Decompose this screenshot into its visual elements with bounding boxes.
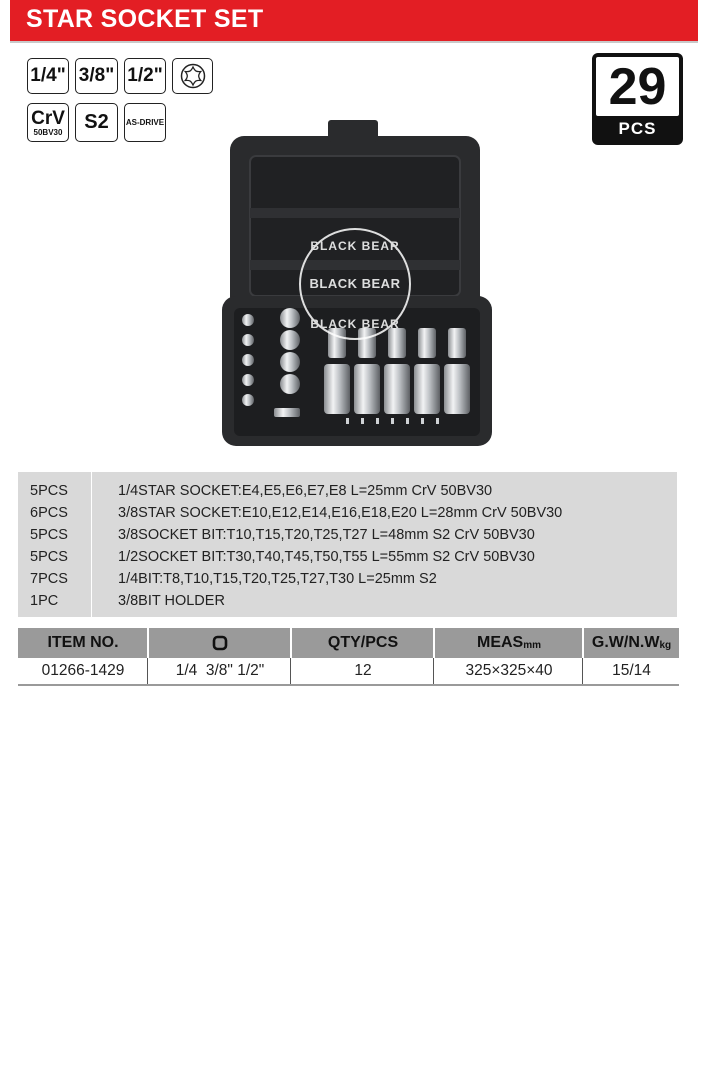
square-drive-icon xyxy=(149,628,291,658)
socket-bits-lower xyxy=(324,364,470,414)
socket-bits-upper xyxy=(328,328,466,358)
case-handle xyxy=(328,120,378,142)
cell-drive: 1/4 3/8" 1/2" xyxy=(175,662,265,679)
row-separator xyxy=(582,658,583,684)
header-separator xyxy=(582,628,584,658)
badge-half-drive: 1/2" xyxy=(124,58,166,94)
row-separator xyxy=(433,658,434,684)
header-item-no: ITEM NO. xyxy=(47,634,119,651)
header-separator xyxy=(433,628,435,658)
brand-watermark: BLACK BEAR BLACK BEAR BLACK BEAR xyxy=(299,228,411,340)
cell-qty: 12 xyxy=(354,662,372,679)
badge-s2: S2 xyxy=(75,103,118,142)
quarter-bits xyxy=(346,418,439,424)
svg-text:BLACK BEAR: BLACK BEAR xyxy=(310,239,399,253)
piece-count-badge: 29 PCS xyxy=(592,53,683,145)
bit-holder xyxy=(274,408,300,417)
svg-text:BLACK BEAR: BLACK BEAR xyxy=(310,317,399,331)
threeeighth-star-sockets xyxy=(280,308,300,394)
piece-count-label: PCS xyxy=(618,119,657,138)
header-qty: QTY/PCS xyxy=(327,634,399,651)
cell-meas: 325×325×40 xyxy=(465,662,553,679)
row-separator xyxy=(147,658,148,684)
torx-star-svg xyxy=(180,63,205,89)
badge-crv: CrV 50BV30 xyxy=(27,103,69,142)
row-separator xyxy=(290,658,291,684)
cell-weight: 15/14 xyxy=(612,662,651,679)
quarter-star-sockets xyxy=(242,314,254,406)
svg-text:BLACK BEAR: BLACK BEAR xyxy=(310,276,401,291)
title-divider xyxy=(10,41,698,43)
product-photo: BLACK BEAR BLACK BEAR BLACK BEAR xyxy=(222,120,492,446)
torx-star-icon xyxy=(172,58,213,94)
header-separator xyxy=(290,628,292,658)
header-separator xyxy=(147,628,149,658)
page-title: STAR SOCKET SET xyxy=(26,5,264,33)
table-header xyxy=(18,628,679,658)
title-bar: STAR SOCKET SET xyxy=(10,0,698,41)
contents-list: 5PCS 1/4STAR SOCKET:E4,E5,E6,E7,E8 L=25m… xyxy=(18,472,677,617)
piece-count-number: 29 xyxy=(596,57,679,116)
table-bottom-rule xyxy=(18,684,679,686)
badge-as-drive: AS-DRIVE xyxy=(124,103,166,142)
badge-threeeighth-drive: 3/8" xyxy=(75,58,118,94)
cell-item-no: 01266-1429 xyxy=(41,662,125,679)
badge-quarter-drive: 1/4" xyxy=(27,58,69,94)
contents-divider xyxy=(91,472,92,617)
